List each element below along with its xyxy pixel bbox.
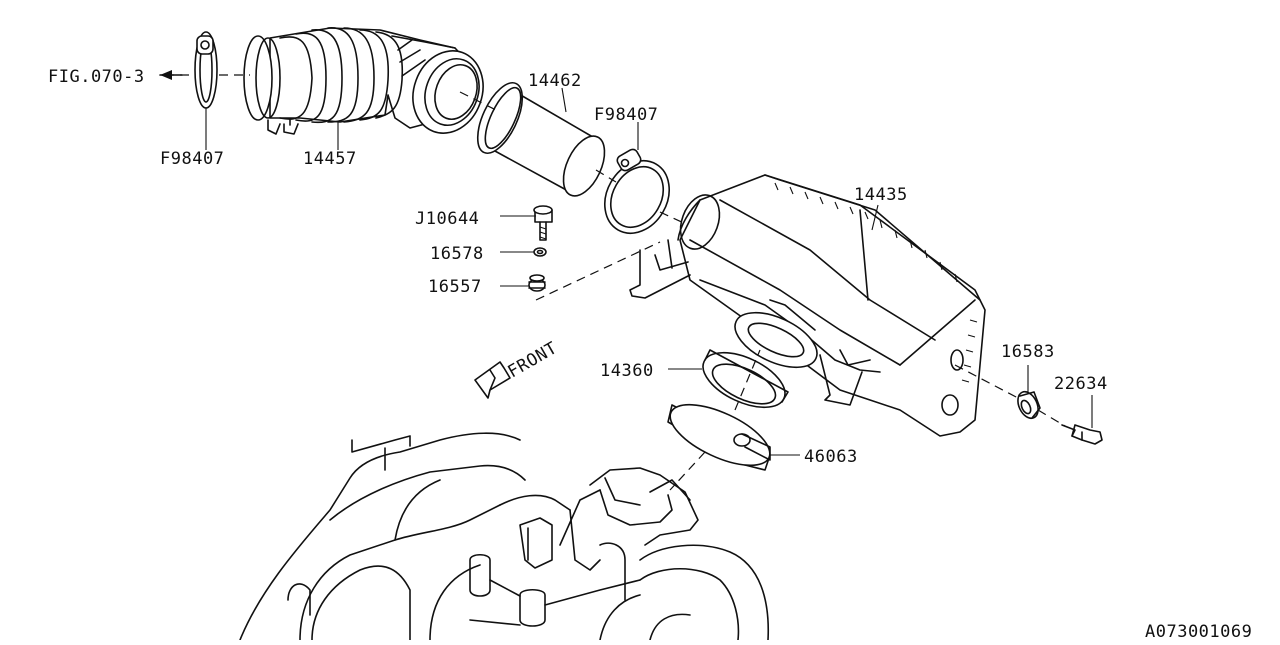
clamp-left-f98407 bbox=[194, 31, 218, 109]
bushing-16583 bbox=[1017, 390, 1041, 420]
label-resonator: 14462 bbox=[528, 71, 582, 91]
bolt-stack bbox=[528, 205, 553, 292]
label-bolt: J10644 bbox=[415, 209, 479, 229]
label-grommet: 16557 bbox=[428, 277, 482, 297]
sensor-22634 bbox=[1061, 424, 1103, 445]
label-clamp-left: F98407 bbox=[160, 149, 224, 169]
label-seal: 14360 bbox=[600, 361, 654, 381]
label-front: FRONT bbox=[505, 338, 561, 382]
resonator-14462 bbox=[476, 82, 606, 197]
filter-element bbox=[734, 311, 818, 369]
drawing-number: A073001069 bbox=[1145, 622, 1252, 640]
gasket-46063 bbox=[667, 403, 771, 471]
label-fig-ref: FIG.070-3 bbox=[48, 67, 145, 87]
intake-duct-14457 bbox=[243, 27, 484, 135]
label-sensor: 22634 bbox=[1054, 374, 1108, 394]
clamp-right-f98407 bbox=[604, 148, 670, 234]
intake-manifold bbox=[239, 432, 770, 641]
label-air-cleaner: 14435 bbox=[854, 185, 908, 205]
leader-lines bbox=[205, 87, 1093, 456]
fig-reference-arrow bbox=[159, 70, 183, 80]
front-direction-arrow bbox=[474, 361, 511, 399]
air-cleaner-case-14435 bbox=[629, 174, 986, 437]
label-gasket: 46063 bbox=[804, 447, 858, 467]
seal-14360 bbox=[702, 349, 789, 409]
label-washer: 16578 bbox=[430, 244, 484, 264]
label-bushing: 16583 bbox=[1001, 342, 1055, 362]
assembly-lines bbox=[165, 74, 1066, 491]
label-clamp-right: F98407 bbox=[594, 105, 658, 125]
label-duct: 14457 bbox=[303, 149, 357, 169]
